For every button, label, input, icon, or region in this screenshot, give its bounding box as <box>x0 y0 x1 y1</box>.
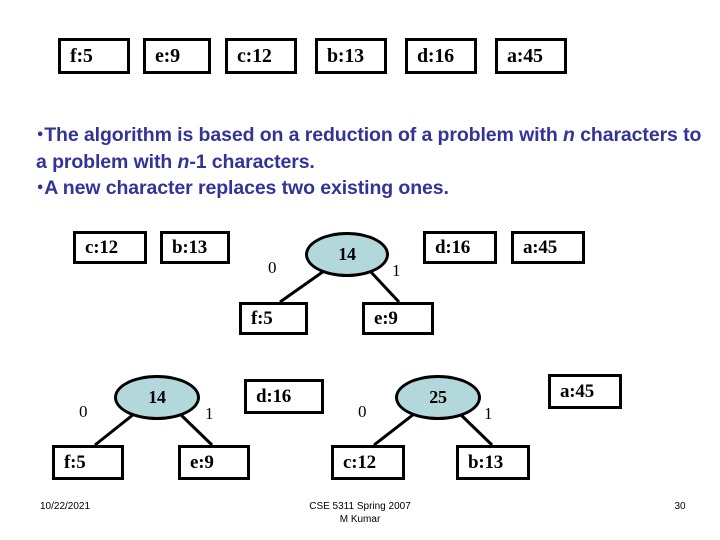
edge-bit-label: 0 <box>358 402 367 421</box>
tree-edge <box>279 269 325 304</box>
node-label: c:12 <box>85 236 118 258</box>
free-node-b: b:13 <box>160 231 230 264</box>
tree-edge <box>373 412 415 447</box>
tree-edge <box>94 412 135 447</box>
node-label: b:13 <box>172 236 208 258</box>
merged-node-weight: 14 <box>148 387 166 407</box>
footer-course-line2: M Kumar <box>339 514 381 525</box>
node-label: d:16 <box>435 236 471 258</box>
bullet-1-text-a: The algorithm is based on a reduction of… <box>44 124 564 146</box>
child-node-b: b:13 <box>456 445 530 480</box>
footer-course-line1: CSE 5311 Spring 2007 <box>309 501 411 512</box>
node-label: a:45 <box>507 44 543 67</box>
merged-node-weight: 25 <box>429 387 447 407</box>
freq-node-f: f:5 <box>58 38 130 74</box>
footer-page-number: 30 <box>674 501 686 512</box>
node-label: d:16 <box>417 44 454 67</box>
merged-node-14: 14 <box>114 375 200 420</box>
freq-node-c: c:12 <box>225 38 297 74</box>
bullet-line-2: •A new character replaces two existing o… <box>36 175 708 202</box>
free-node-d: d:16 <box>244 379 324 414</box>
edge-bit-label: 1 <box>205 404 214 423</box>
footer-course: CSE 5311 Spring 2007 M Kumar <box>0 500 720 526</box>
node-label: e:9 <box>190 451 214 473</box>
bullet-glyph-icon: • <box>36 128 45 143</box>
free-node-c: c:12 <box>73 231 147 264</box>
edge-bit-label: 1 <box>484 404 493 423</box>
child-node-f: f:5 <box>52 445 124 480</box>
free-node-a: a:45 <box>548 374 622 409</box>
freq-node-d: d:16 <box>405 38 477 74</box>
footer-date: 10/22/2021 <box>40 501 91 512</box>
child-node-c: c:12 <box>331 445 405 480</box>
node-label: c:12 <box>343 451 376 473</box>
body-text-block: •The algorithm is based on a reduction o… <box>36 122 708 202</box>
merged-node-14: 14 <box>305 232 389 277</box>
edge-bit-label: 0 <box>79 402 88 421</box>
free-node-d: d:16 <box>423 231 497 264</box>
node-label: e:9 <box>374 307 398 329</box>
bullet-1-text-b: characters to a problem with <box>36 124 702 173</box>
freq-node-b: b:13 <box>315 38 387 74</box>
bullet-1-italic-n1: n <box>563 124 575 146</box>
node-label: d:16 <box>256 385 292 407</box>
node-label: a:45 <box>523 236 558 258</box>
edge-bit-label: 1 <box>392 261 401 280</box>
merged-node-25: 25 <box>395 375 481 420</box>
child-node-e: e:9 <box>178 445 250 480</box>
node-label: f:5 <box>64 451 86 473</box>
bullet-1-text-c: -1 characters. <box>189 151 315 173</box>
node-label: f:5 <box>251 307 273 329</box>
free-node-a: a:45 <box>511 231 585 264</box>
freq-node-e: e:9 <box>143 38 211 74</box>
bullet-line-1: •The algorithm is based on a reduction o… <box>36 122 708 175</box>
freq-node-a: a:45 <box>495 38 567 74</box>
node-label: a:45 <box>560 380 595 402</box>
bullet-glyph-icon: • <box>36 181 45 196</box>
child-node-e: e:9 <box>362 302 434 335</box>
node-label: f:5 <box>70 44 93 67</box>
node-label: b:13 <box>327 44 364 67</box>
node-label: e:9 <box>155 44 180 67</box>
node-label: b:13 <box>468 451 504 473</box>
edge-bit-label: 0 <box>268 258 277 277</box>
merged-node-weight: 14 <box>338 244 356 264</box>
bullet-1-italic-n2: n <box>177 151 190 173</box>
child-node-f: f:5 <box>239 302 308 335</box>
bullet-2-text: A new character replaces two existing on… <box>44 177 449 199</box>
node-label: c:12 <box>237 44 272 67</box>
